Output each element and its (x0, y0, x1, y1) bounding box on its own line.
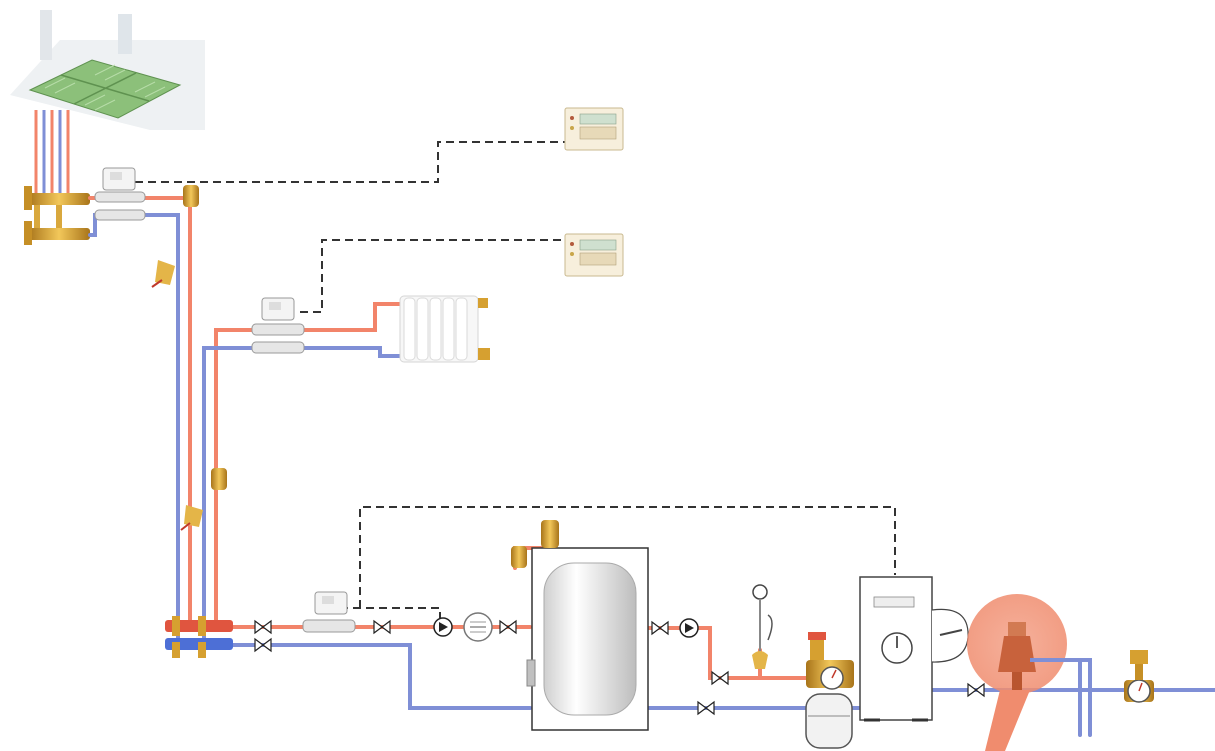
cylinder-pump (679, 618, 699, 638)
heat-meter (463, 612, 493, 642)
boiler (859, 576, 969, 722)
room-controller-1 (564, 107, 624, 151)
hot-water-cylinder (511, 520, 649, 731)
zone-valve-boiler (302, 591, 356, 633)
zone-valve-floor (94, 167, 146, 221)
radiator (399, 295, 490, 363)
pressure-reducing-valve (1124, 650, 1154, 703)
zone-valve-radiator (251, 297, 305, 354)
ball-valves (254, 619, 985, 716)
distribution-manifold (165, 616, 233, 658)
brass-fittings (151, 185, 227, 531)
floor-manifold (24, 186, 90, 245)
expansion-vessel (805, 693, 853, 749)
room-controller-2 (564, 233, 624, 277)
floor-loop-pipes (34, 110, 70, 195)
safety-group (806, 632, 854, 690)
highlighted-valve (967, 594, 1067, 751)
control-wires (135, 141, 896, 618)
circulation-pump (433, 617, 453, 637)
underfloor-heating-panel (10, 10, 205, 130)
thermometer (752, 584, 773, 669)
